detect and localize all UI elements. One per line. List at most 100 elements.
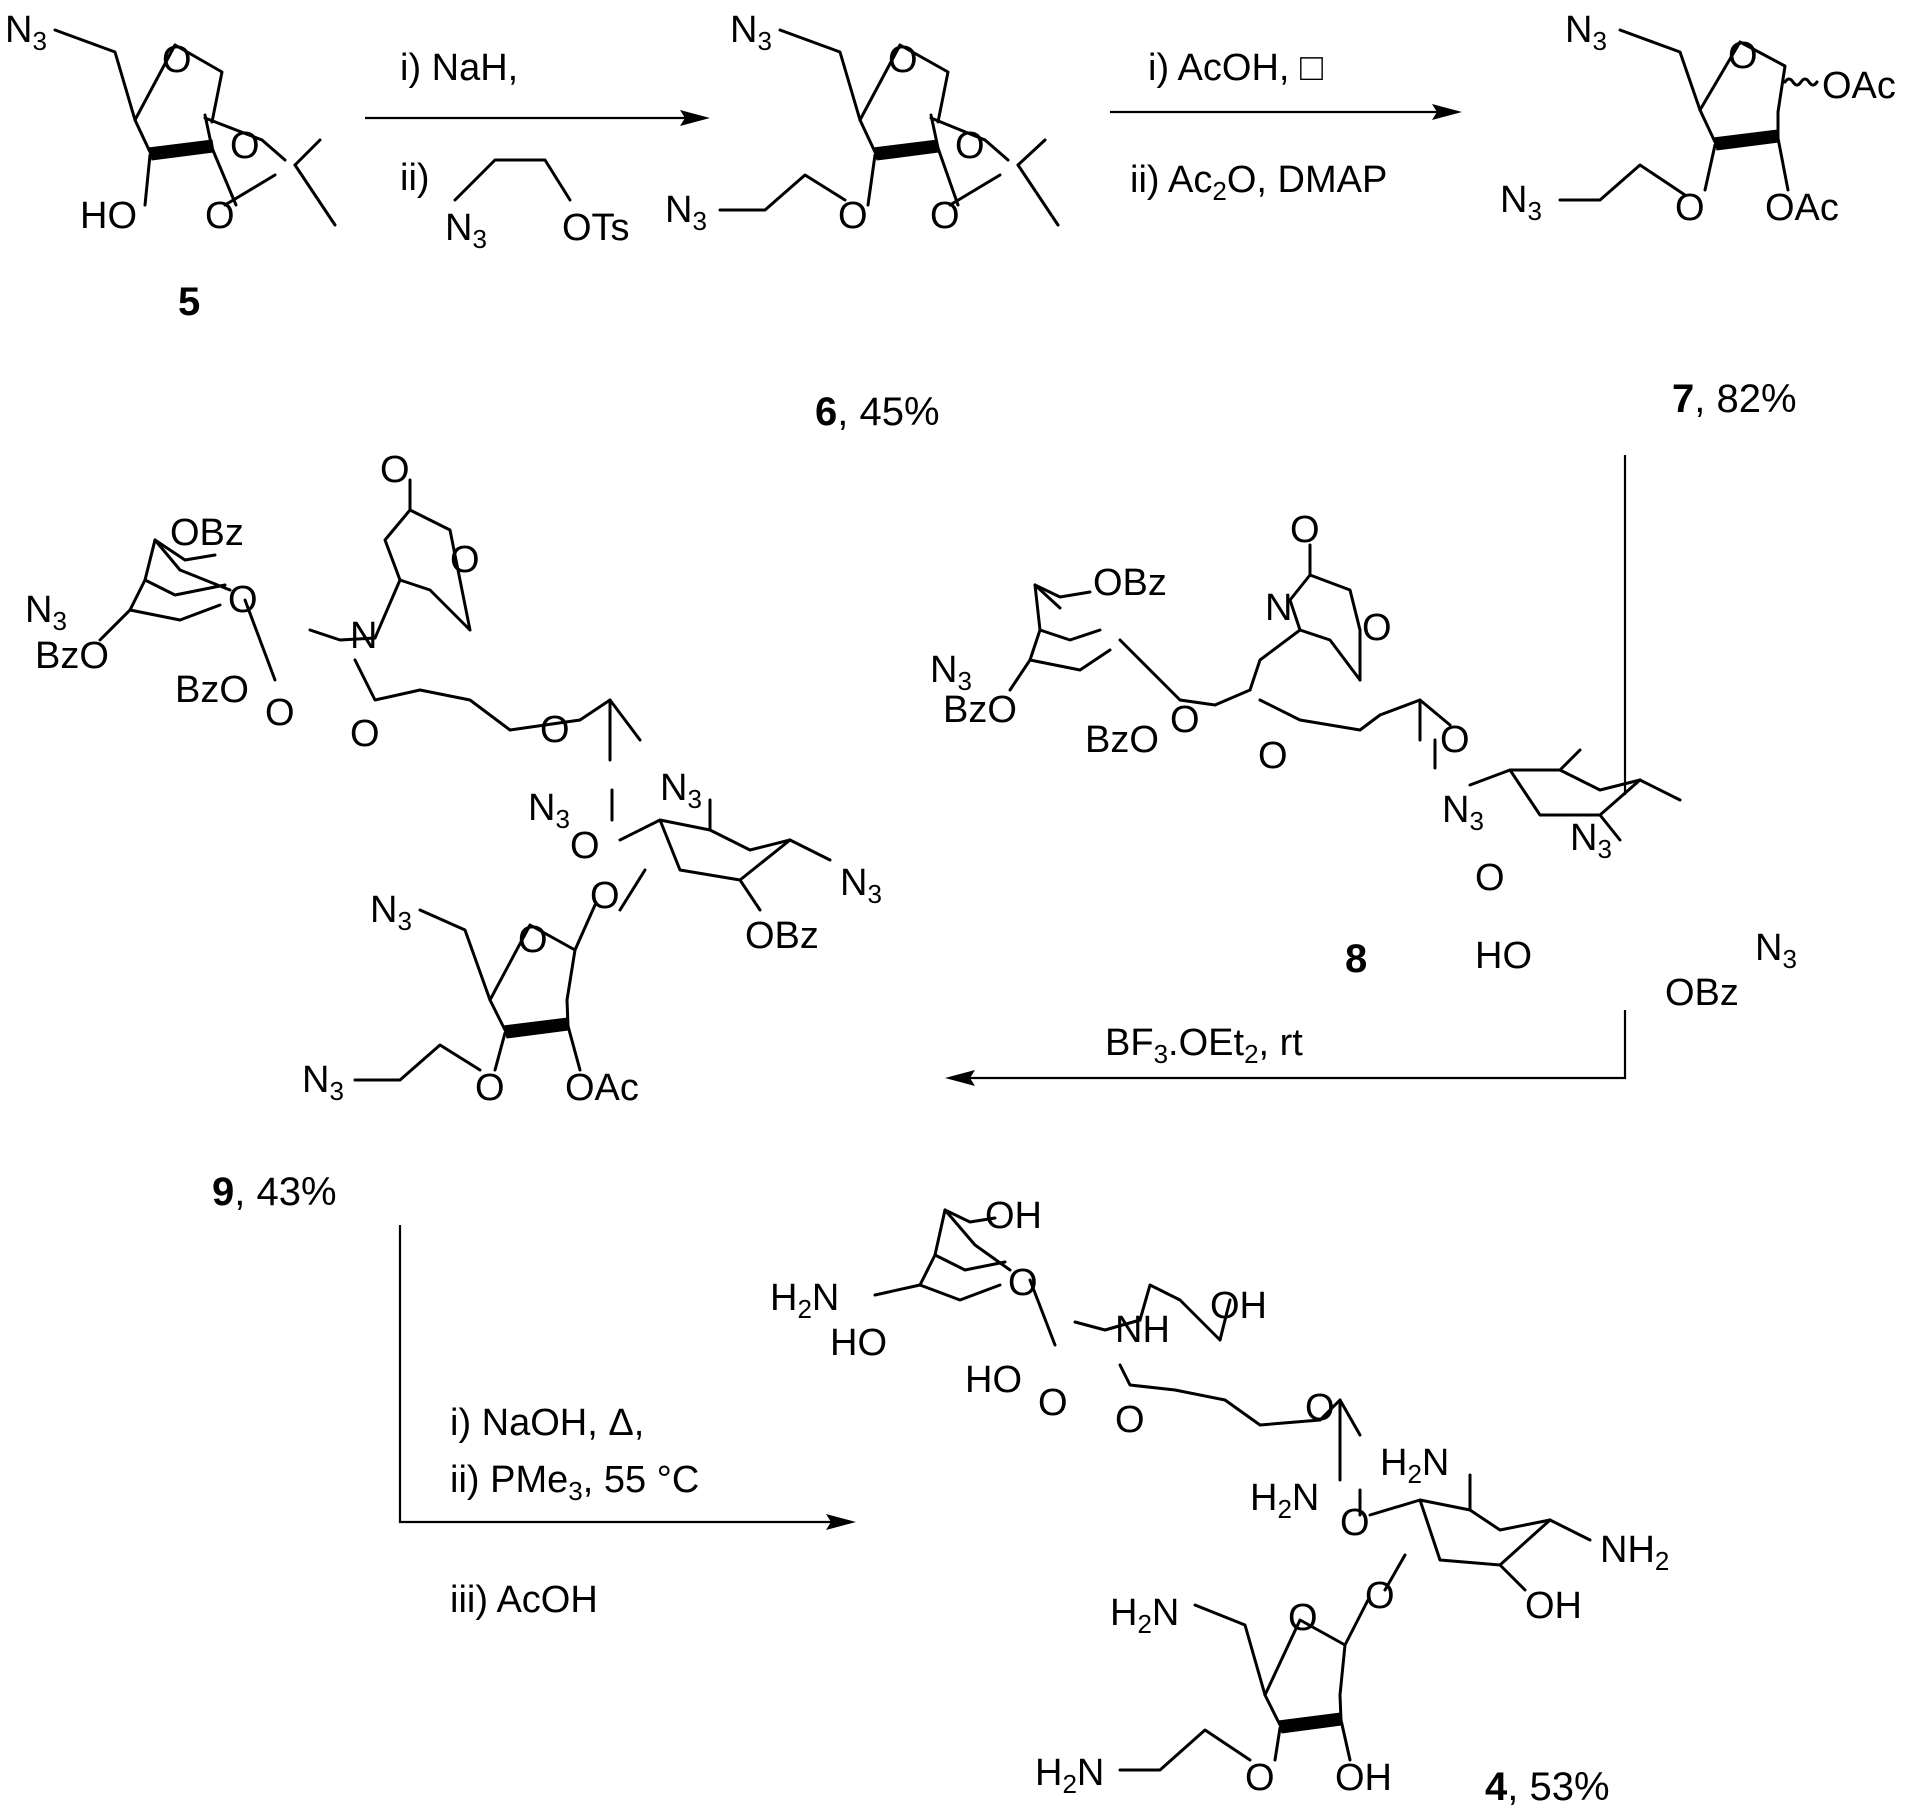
compound-4-structure: [873, 1208, 1592, 1772]
compound-label-7: 7, 82%: [1672, 377, 1797, 421]
o-link-4d: O: [1365, 1575, 1395, 1617]
reaction-arrow-3: [960, 1010, 1627, 1080]
step2-line1: i) AcOH, □: [1148, 47, 1323, 89]
ether-oxygen-7: O: [1675, 187, 1705, 229]
n3-label-8b: N3: [1442, 789, 1484, 836]
compound-label-4: 4, 53%: [1485, 1765, 1610, 1809]
ether-o-4: O: [1245, 1757, 1275, 1799]
anomeric-oac-7: OAc: [1822, 65, 1896, 107]
o-link-9c: O: [570, 825, 600, 867]
oh-4c: OH: [1525, 1585, 1582, 1627]
arrowhead-4: [826, 1514, 856, 1530]
acetonide-o2-6: O: [930, 195, 960, 237]
ether-o-9: O: [475, 1067, 505, 1109]
acetonide-o2-5: O: [205, 195, 235, 237]
ether-oxygen-6: O: [838, 195, 868, 237]
reaction-arrow-4: [398, 1225, 840, 1524]
reagent-ots: OTs: [562, 207, 630, 249]
carbamate-o-8: O: [1362, 607, 1392, 649]
carbonyl-o-8: O: [1290, 509, 1320, 551]
ring-o-9a: O: [228, 579, 258, 621]
compound-9-structure: [98, 478, 832, 1082]
o-link-8c: O: [1475, 857, 1505, 899]
step3-conditions: BF3.OEt2, rt: [1105, 1022, 1303, 1069]
oh-4d: OH: [1335, 1757, 1392, 1799]
n3-label-9c: N3: [660, 767, 702, 814]
bzo-8b: BzO: [1085, 719, 1159, 761]
ho-4b: HO: [965, 1359, 1022, 1401]
acetonide-o1-5: O: [230, 125, 260, 167]
compound-8-structure: [1008, 543, 1682, 842]
ring-o-9c: O: [518, 919, 548, 961]
n3-label-6b: N3: [665, 189, 707, 236]
n3-label-8c: N3: [1570, 817, 1612, 864]
n3-label-9a: N3: [25, 589, 67, 636]
n-carbamate-8: N: [1265, 587, 1292, 629]
carbamate-o-9: O: [450, 539, 480, 581]
ring-oxygen-7: O: [1728, 35, 1758, 77]
arrowhead-3: [945, 1070, 975, 1086]
o-link-4b: O: [1115, 1399, 1145, 1441]
ring-oxygen-5: O: [162, 39, 192, 81]
ho-4a: HO: [830, 1322, 887, 1364]
n3-label-7a: N3: [1565, 9, 1607, 56]
bzo-8a: BzO: [943, 689, 1017, 731]
compound-label-9: 9, 43%: [212, 1170, 337, 1214]
n3-label-5: N3: [5, 9, 47, 56]
arrowhead-1: [680, 110, 710, 126]
obz-8b: OBz: [1665, 972, 1739, 1014]
obz-9b: OBz: [745, 915, 819, 957]
oac-7: OAc: [1765, 187, 1839, 229]
bzo-9b: BzO: [175, 669, 249, 711]
h2n-4a: H2N: [770, 1277, 839, 1324]
reagent-n3: N3: [445, 207, 487, 254]
ring-o-4c: O: [1288, 1597, 1318, 1639]
ring-oxygen-6: O: [888, 39, 918, 81]
compound-5-structure: [53, 28, 337, 227]
n3-label-8d: N3: [1755, 927, 1797, 974]
compound-7-structure: [1558, 28, 1819, 202]
n3-label-9d: N3: [840, 862, 882, 909]
ring-o-4b: O: [1305, 1387, 1335, 1429]
obz-9a: OBz: [170, 512, 244, 554]
compound-number-8: 8: [1345, 937, 1367, 981]
tosylate-reagent-structure: [453, 158, 572, 202]
o-link-9d: O: [590, 875, 620, 917]
step2-line2: ii) Ac2O, DMAP: [1130, 159, 1387, 206]
bzo-9a: BzO: [35, 635, 109, 677]
compound-number-5: 5: [178, 280, 200, 324]
oh-4b: OH: [1210, 1285, 1267, 1327]
acetonide-o1-6: O: [955, 125, 985, 167]
nh2-4: NH2: [1600, 1529, 1669, 1576]
h2n-4e: H2N: [1035, 1752, 1104, 1799]
step1-line1: i) NaH,: [400, 47, 518, 89]
h2n-4d: H2N: [1110, 1592, 1179, 1639]
oac-9: OAc: [565, 1067, 639, 1109]
step4-line1: i) NaOH, Δ,: [450, 1402, 644, 1444]
oh-4a: OH: [985, 1195, 1042, 1237]
ring-o-9b: O: [540, 709, 570, 751]
ring-oxygen-8: O: [1440, 719, 1470, 761]
compound-label-6: 6, 45%: [815, 390, 940, 434]
n-carbamate-9: N: [350, 615, 377, 657]
n3-label-7b: N3: [1500, 179, 1542, 226]
nh-4: NH: [1115, 1309, 1170, 1351]
o-link-4a: O: [1038, 1382, 1068, 1424]
obz-8a: OBz: [1093, 562, 1167, 604]
h2n-4b: H2N: [1250, 1477, 1319, 1524]
carbonyl-o-9: O: [380, 449, 410, 491]
o-link-9a: O: [265, 692, 295, 734]
step4-line2: ii) PMe3, 55 °C: [450, 1459, 699, 1506]
arrowhead-2: [1432, 104, 1462, 120]
n3-label-8a: N3: [930, 649, 972, 696]
o-link-9b: O: [350, 713, 380, 755]
n3-label-9f: N3: [302, 1059, 344, 1106]
h2n-4c: H2N: [1380, 1442, 1449, 1489]
ring-o-4a: O: [1008, 1262, 1038, 1304]
o-link-8b: O: [1258, 735, 1288, 777]
compound-6-structure: [718, 28, 1060, 227]
hydroxyl-5: HO: [80, 195, 137, 237]
step1-line2: ii): [400, 157, 430, 199]
o-link-8a: O: [1170, 699, 1200, 741]
